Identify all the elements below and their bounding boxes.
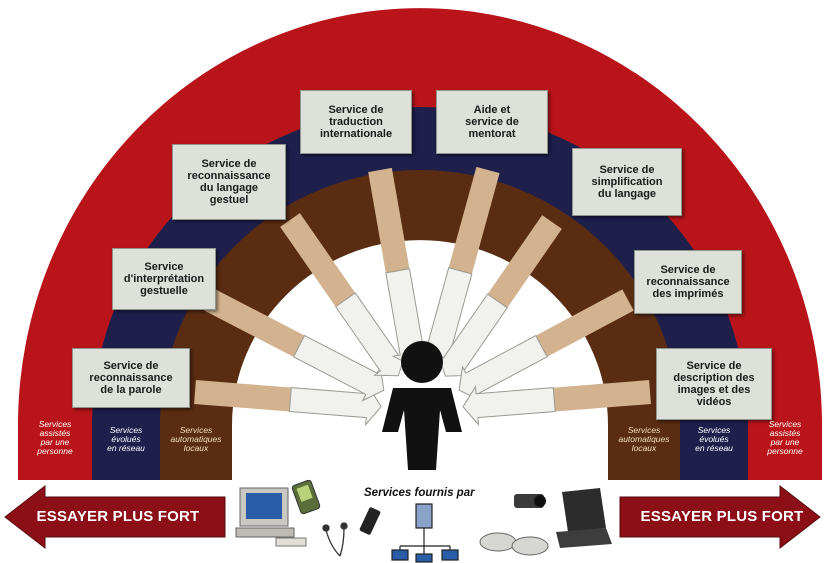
spoke-arrow-simplification [436,293,508,377]
spoke-tan-imprimes [535,289,634,357]
tag-left-evolues: Services évolués en réseau [107,425,145,453]
services-provided-label: Services fournis par [364,487,475,499]
tag-bg-left-navy [92,418,160,480]
glasses-icon [479,532,549,556]
spoke-arrow-images-videos [462,385,556,427]
tag-bg-left-red [18,418,92,480]
tag-bg-right-navy [680,418,748,480]
spoke-tan-parole [194,380,292,412]
tag-right-evolues: Services évolués en réseau [695,425,733,453]
tag-right-assistes: Services assistés par une personne [767,419,803,456]
service-box-mentorat: Aide et service de mentorat [436,90,548,154]
tag-bg-right-brown [608,418,680,480]
earphones-icon [322,522,348,557]
tag-bg-left-brown [160,418,232,480]
spoke-arrow-interpretation [292,334,385,402]
right-arrow-shape [619,484,821,550]
spoke-tan-langage-gestuel [280,213,356,307]
tag-right-automatiques: Services automatiques locaux [618,425,670,453]
left-arrow-shape [4,484,226,550]
camera-icon [514,494,546,508]
right-arrow-label: ESSAYER PLUS FORT [640,508,804,525]
spoke-tan-interpretation [204,289,305,357]
desktop-computer-icon [235,487,307,547]
pda-icon [291,479,321,515]
service-box-interpretation-gestuelle: Service d'interprétation gestuelle [112,248,216,310]
laptop-icon [556,488,612,548]
tag-strip [18,418,822,480]
spoke-tan-traduction [368,167,410,273]
tag-bg-right-red [748,418,822,480]
service-box-images-videos: Service de description des images et des… [656,348,772,420]
bottom-arrows [4,484,821,550]
left-arrow-label: ESSAYER PLUS FORT [36,508,200,525]
spoke-tan-mentorat [448,166,500,274]
service-box-simplification: Service de simplification du langage [572,148,682,216]
spoke-tan-images-videos [553,380,651,412]
service-box-imprimes: Service de reconnaissance des imprimés [634,250,742,314]
mobile-phone-icon [359,507,381,535]
service-box-langage-gestuel: Service de reconnaissance du langage ges… [172,144,286,220]
spoke-tan-simplification [487,215,562,308]
spoke-arrow-parole [288,385,382,427]
service-box-parole: Service de reconnaissance de la parole [72,348,190,408]
person-silhouette-icon [382,341,462,470]
service-box-traduction: Service de traduction internationale [300,90,412,154]
spoke-arrows [194,166,651,427]
tag-left-assistes: Services assistés par une personne [37,419,73,456]
network-icon [391,503,459,563]
tag-left-automatiques: Services automatiques locaux [170,425,222,453]
